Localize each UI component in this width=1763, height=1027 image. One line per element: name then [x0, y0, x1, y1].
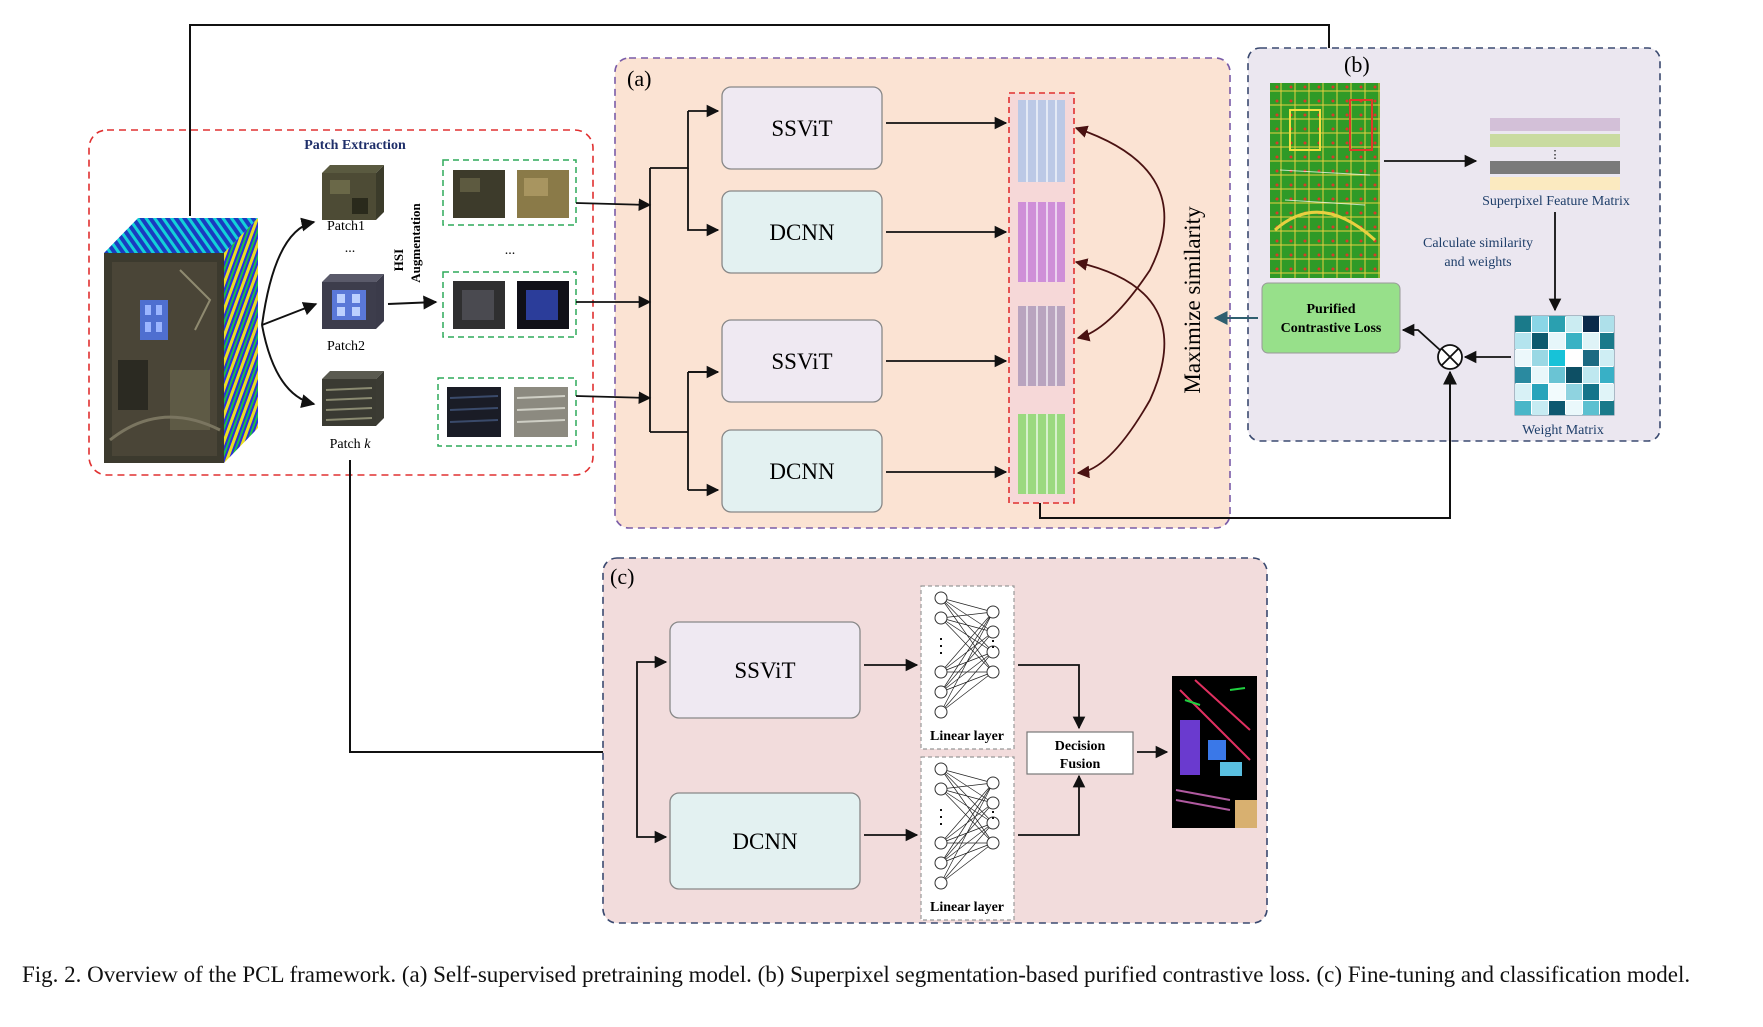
- feature-matrix-ellipsis: ⋮: [1550, 149, 1561, 161]
- patch-k-image: [322, 371, 384, 426]
- dcnn-block-c-label: DCNN: [732, 829, 798, 854]
- augmented-pair-2: [442, 271, 577, 338]
- ssvit-block-c: [669, 621, 861, 719]
- linear-layer-1-label: Linear layer: [930, 729, 1004, 744]
- feature-block-4: [1018, 414, 1065, 494]
- hsi-augmentation-label-2: Augmentation: [408, 203, 423, 283]
- panel-a-label: (a): [627, 66, 651, 91]
- superpixel-feature-matrix-label: Superpixel Feature Matrix: [1482, 194, 1630, 209]
- ssvit-block-2-label: SSViT: [771, 349, 832, 374]
- panel-c: (c) SSViT DCNN Linear layer: [602, 557, 1268, 924]
- decision-label: Decision: [1055, 739, 1106, 754]
- hsi-cube-image: [104, 218, 258, 463]
- panel-c-label: (c): [610, 564, 634, 589]
- patch2-image: [322, 274, 384, 329]
- patch-extraction-panel: Patch Extraction: [88, 129, 594, 476]
- linear-layer-2: [920, 756, 1015, 921]
- weight-matrix-label: Weight Matrix: [1522, 423, 1604, 438]
- panel-b-label: (b): [1344, 52, 1370, 77]
- ssvit-block-1: [721, 86, 883, 170]
- calculate-weights-label: and weights: [1444, 255, 1511, 270]
- feature-block-1: [1018, 100, 1065, 182]
- figure-caption: Fig. 2. Overview of the PCL framework. (…: [22, 962, 1691, 987]
- maximize-similarity-label: Maximize similarity: [1180, 206, 1205, 394]
- classification-map-image: [1172, 676, 1257, 828]
- patch-extraction-title: Patch Extraction: [304, 138, 406, 153]
- linear-layer-1: [920, 585, 1015, 750]
- dcnn-block-2-label: DCNN: [769, 459, 835, 484]
- patch1-label: Patch1: [327, 219, 365, 234]
- weight-matrix: [1514, 315, 1615, 416]
- ssvit-block-c-label: SSViT: [734, 658, 795, 683]
- hsi-augmentation-label: HSI: [391, 249, 406, 271]
- augmented-pair-1: [442, 159, 577, 226]
- purified-contrastive-loss-box: [1261, 282, 1401, 354]
- patch-k-label: Patch k: [330, 437, 372, 452]
- dcnn-block-c: [669, 792, 861, 890]
- panel-b: (b) ⋮ Superpixel Feature Matrix Calculat…: [1213, 47, 1661, 442]
- linear-layer-2-label: Linear layer: [930, 900, 1004, 915]
- pcl-framework-diagram: Patch Extraction: [88, 24, 1661, 924]
- panel-a: (a) SSViT DCNN SSViT DCNN: [575, 57, 1231, 529]
- augmented-ellipsis: ...: [505, 243, 516, 258]
- feature-block-2: [1018, 202, 1065, 282]
- fusion-label: Fusion: [1060, 757, 1101, 772]
- ssvit-block-2: [721, 319, 883, 403]
- patch2-label: Patch2: [327, 339, 365, 354]
- contrastive-loss-label: Contrastive Loss: [1281, 321, 1382, 336]
- patch1-image: [322, 165, 384, 220]
- decision-fusion-box: [1026, 731, 1134, 775]
- patch-ellipsis: ...: [345, 241, 356, 256]
- dcnn-block-1-label: DCNN: [769, 220, 835, 245]
- ssvit-block-1-label: SSViT: [771, 116, 832, 141]
- superpixel-segmentation-image: [1270, 83, 1380, 278]
- superpixel-feature-matrix: [1490, 118, 1620, 190]
- augmented-pair-3: [437, 377, 577, 447]
- feature-block-3: [1018, 306, 1065, 386]
- calculate-similarity-label: Calculate similarity: [1423, 236, 1533, 251]
- dcnn-block-2: [721, 429, 883, 513]
- dcnn-block-1: [721, 190, 883, 274]
- purified-label: Purified: [1307, 302, 1356, 317]
